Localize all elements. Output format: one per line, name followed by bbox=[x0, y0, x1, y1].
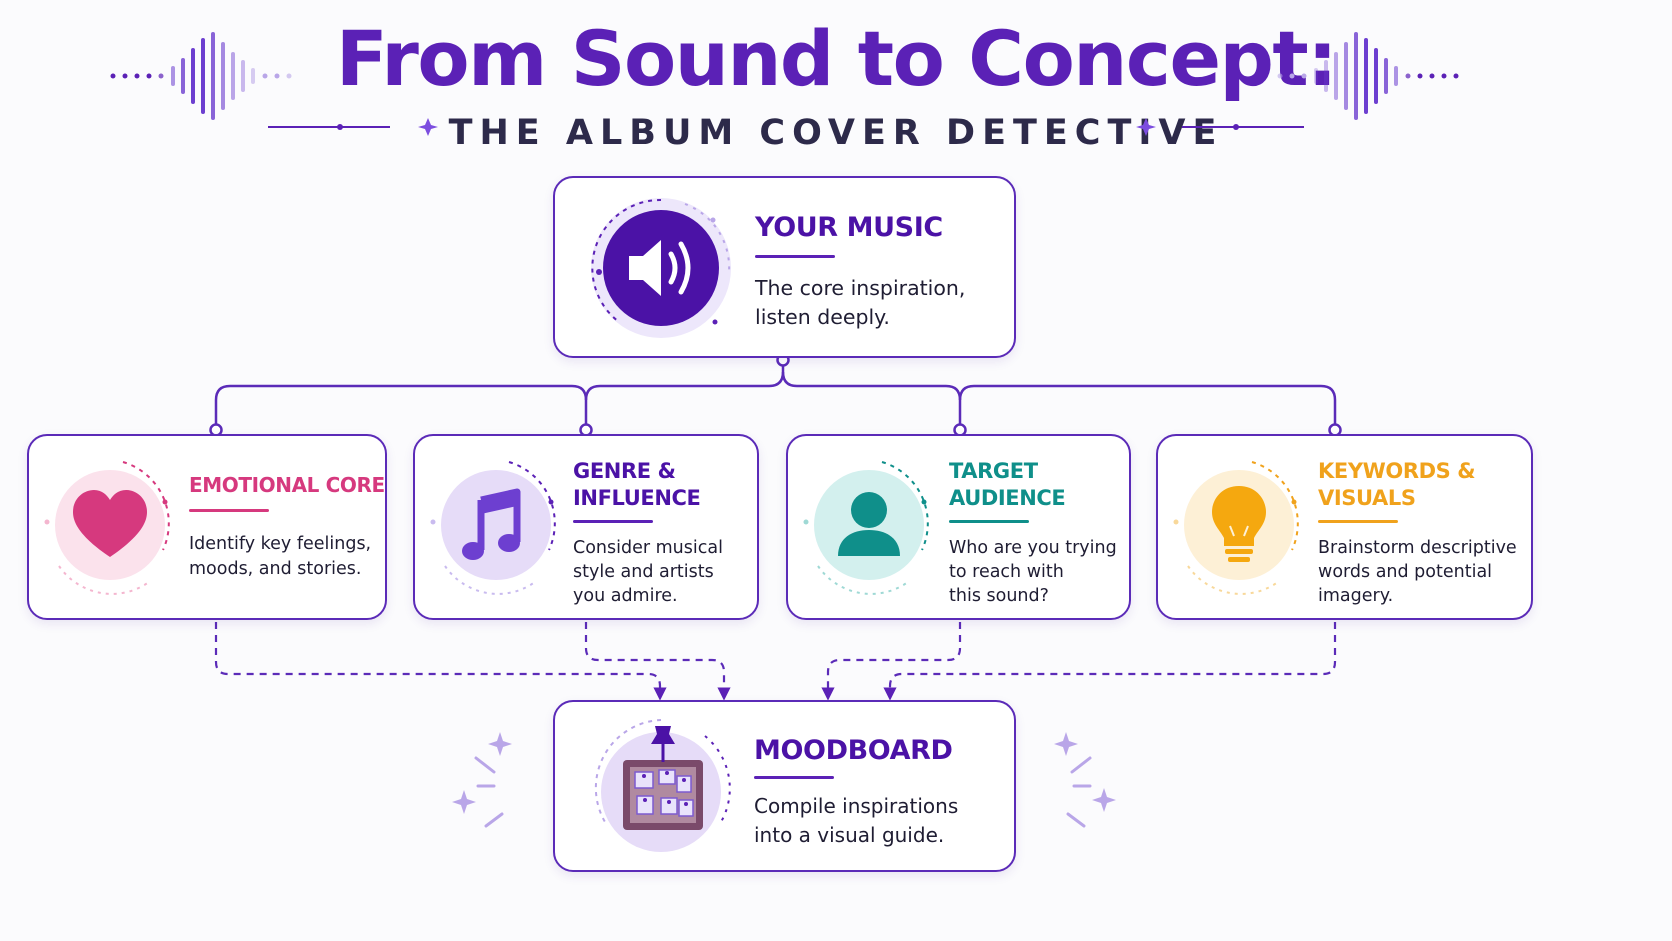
subtitle-left-rule bbox=[268, 118, 438, 136]
genre-influence-title: GENRE & INFLUENCE bbox=[573, 459, 701, 510]
heart-icon bbox=[44, 461, 170, 595]
moodboard-rule bbox=[754, 776, 834, 779]
genre-influence-desc: Consider musical style and artists you a… bbox=[573, 538, 723, 606]
your-music-rule bbox=[755, 255, 835, 258]
person-icon bbox=[803, 461, 929, 595]
sparkle-right-icon bbox=[1054, 732, 1116, 828]
moodboard-card[interactable]: MOODBOARD Compile inspirations into a vi… bbox=[553, 700, 1016, 872]
emotional-core-card[interactable]: EMOTIONAL CORE Identify key feelings, mo… bbox=[27, 434, 387, 620]
moodboard-title: MOODBOARD bbox=[754, 735, 953, 766]
speaker-icon bbox=[591, 198, 731, 338]
page-title: From Sound to Concept: bbox=[335, 14, 1338, 103]
target-audience-card[interactable]: TARGET AUDIENCE Who are you trying to re… bbox=[786, 434, 1131, 620]
keywords-visuals-title: KEYWORDS & VISUALS bbox=[1318, 459, 1476, 510]
left-waveform-icon bbox=[110, 32, 292, 120]
your-music-card[interactable]: YOUR MUSIC The core inspiration, listen … bbox=[553, 176, 1016, 358]
sparkle-left-icon bbox=[452, 732, 512, 828]
target-audience-desc: Who are you trying to reach with this so… bbox=[949, 538, 1117, 606]
music-note-icon bbox=[430, 461, 556, 595]
genre-influence-rule bbox=[573, 520, 653, 523]
keywords-visuals-card[interactable]: KEYWORDS & VISUALS Brainstorm descriptiv… bbox=[1156, 434, 1533, 620]
your-music-desc: The core inspiration, listen deeply. bbox=[755, 276, 966, 329]
right-waveform-icon bbox=[1277, 32, 1459, 120]
target-audience-rule bbox=[949, 520, 1029, 523]
subtitle-right-rule bbox=[1136, 118, 1304, 136]
keywords-visuals-rule bbox=[1318, 520, 1398, 523]
lightbulb-icon bbox=[1173, 461, 1299, 595]
your-music-title: YOUR MUSIC bbox=[755, 212, 943, 243]
emotional-core-rule bbox=[189, 509, 269, 512]
target-audience-title: TARGET AUDIENCE bbox=[949, 459, 1066, 510]
genre-influence-card[interactable]: GENRE & INFLUENCE Consider musical style… bbox=[413, 434, 759, 620]
page-subtitle: THE ALBUM COVER DETECTIVE bbox=[448, 113, 1224, 153]
emotional-core-title: EMOTIONAL CORE bbox=[189, 473, 385, 497]
pinboard-icon bbox=[594, 719, 731, 852]
keywords-visuals-desc: Brainstorm descriptive words and potenti… bbox=[1318, 538, 1517, 606]
emotional-core-desc: Identify key feelings, moods, and storie… bbox=[189, 534, 372, 579]
moodboard-desc: Compile inspirations into a visual guide… bbox=[754, 794, 959, 847]
